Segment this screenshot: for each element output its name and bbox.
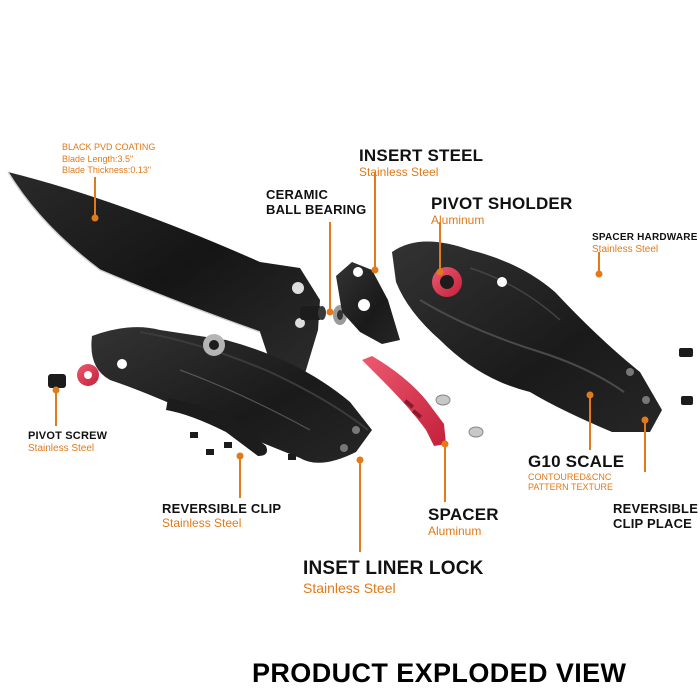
pivot-sholder-title: PIVOT SHOLDER <box>431 194 573 213</box>
g10-scale-line1: CONTOURED&CNC <box>528 471 612 482</box>
blade-length-text: Blade Length:3.5" <box>62 153 134 164</box>
pivot-sholder-part <box>432 267 462 297</box>
label-black-pvd-coating: BLACK PVD COATING Blade Length:3.5" Blad… <box>62 142 155 177</box>
g10-scale-part <box>392 241 662 432</box>
spacer-screws-silver <box>435 394 484 438</box>
spacer-sub: Aluminum <box>428 523 482 538</box>
clip-place-line2: CLIP PLACE <box>613 515 693 531</box>
label-ceramic-ball-bearing: CERAMIC BALL BEARING <box>266 187 367 218</box>
ball-bearing-part <box>300 305 347 325</box>
spacer-hardware-title: SPACER HARDWARE <box>592 232 698 243</box>
leader-lines <box>52 172 649 552</box>
label-spacer: SPACER Aluminum <box>428 505 499 538</box>
pivot-sholder-sub: Aluminum <box>431 212 485 227</box>
reversible-clip-title: REVERSIBLE CLIP <box>162 501 282 516</box>
label-insert-steel: INSERT STEEL Stainless Steel <box>359 146 483 179</box>
product-exploded-view-title: PRODUCT EXPLODED VIEW <box>252 658 627 688</box>
reversible-clip-sub: Stainless Steel <box>162 515 242 530</box>
label-reversible-clip-place: REVERSIBLE CLIP PLACE <box>613 501 699 532</box>
label-reversible-clip: REVERSIBLE CLIP Stainless Steel <box>162 501 282 531</box>
reversible-clip-part <box>166 398 296 460</box>
label-pivot-screw: PIVOT SCREW Stainless Steel <box>28 430 107 454</box>
clip-place-line1: REVERSIBLE <box>613 501 699 516</box>
label-g10-scale: G10 SCALE CONTOURED&CNC PATTERN TEXTURE <box>528 452 624 492</box>
label-inset-liner-lock: INSET LINER LOCK Stainless Steel <box>303 558 484 596</box>
pivot-screw-title: PIVOT SCREW <box>28 430 108 442</box>
blade-thickness-text: Blade Thickness:0.13" <box>62 165 152 176</box>
label-spacer-hardware: SPACER HARDWARE Stainless Steel <box>592 232 698 255</box>
insert-steel-part <box>336 262 400 344</box>
inset-liner-lock-sub: Stainless Steel <box>303 579 396 596</box>
spacer-part <box>362 356 446 446</box>
label-pivot-sholder: PIVOT SHOLDER Aluminum <box>431 194 572 227</box>
spacer-hardware-sub: Stainless Steel <box>592 243 659 255</box>
spacer-title: SPACER <box>428 505 499 524</box>
inset-liner-lock-part <box>91 327 372 463</box>
pivot-screw-sub: Stainless Steel <box>28 442 95 454</box>
ceramic-line1: CERAMIC <box>266 187 329 202</box>
insert-steel-sub: Stainless Steel <box>359 164 439 179</box>
spacer-hardware-screws <box>679 348 693 405</box>
blade-part <box>7 171 320 390</box>
g10-scale-title: G10 SCALE <box>528 452 625 471</box>
pivot-screw-part <box>48 364 99 388</box>
insert-steel-title: INSERT STEEL <box>359 146 484 165</box>
black-pvd-title: BLACK PVD COATING <box>62 142 156 152</box>
g10-scale-line2: PATTERN TEXTURE <box>528 481 614 492</box>
inset-liner-lock-title: INSET LINER LOCK <box>303 558 484 579</box>
ceramic-line2: BALL BEARING <box>266 201 367 217</box>
